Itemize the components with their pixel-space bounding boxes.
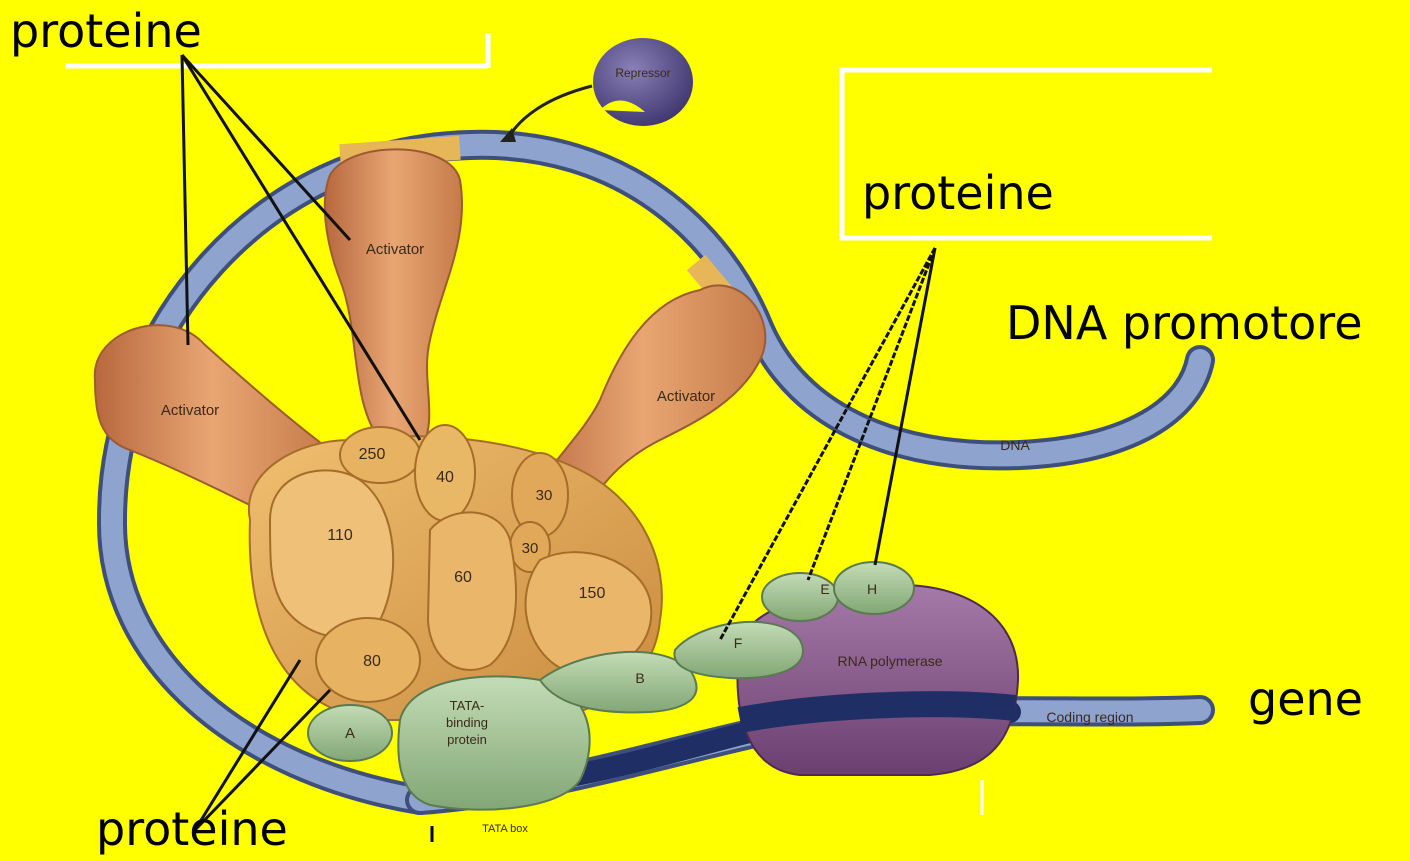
rna-polymerase-label: RNA polymerase bbox=[837, 653, 942, 669]
coding-region-label: Coding region bbox=[1046, 709, 1133, 725]
activator-center: Activator bbox=[325, 149, 462, 450]
taf-110-label: 110 bbox=[327, 527, 353, 544]
factor-h-label: H bbox=[867, 581, 877, 597]
label-gene: gene bbox=[1248, 676, 1363, 722]
taf-30a-label: 30 bbox=[536, 487, 553, 504]
activator-right-label: Activator bbox=[657, 388, 715, 405]
taf-60-label: 60 bbox=[454, 569, 472, 586]
label-dna-promotore: DNA promotore bbox=[1006, 300, 1363, 346]
activator-left-label: Activator bbox=[161, 402, 219, 419]
taf-250-label: 250 bbox=[359, 446, 386, 463]
taf-80-label: 80 bbox=[363, 653, 381, 670]
repressor-protein: Repressor bbox=[500, 38, 693, 142]
repressor-label: Repressor bbox=[615, 66, 670, 80]
factor-e-label: E bbox=[820, 581, 829, 597]
tbp-label-line3: protein bbox=[447, 732, 487, 747]
label-proteine-top-right: proteine bbox=[862, 170, 1054, 216]
tbp-label-line1: TATA- bbox=[450, 698, 485, 713]
taf-40-label: 40 bbox=[436, 469, 454, 486]
label-proteine-bottom: proteine bbox=[96, 806, 288, 852]
label-proteine-top-left: proteine bbox=[10, 8, 202, 54]
dna-label: DNA bbox=[1000, 437, 1030, 453]
tbp-label-line2: binding bbox=[446, 715, 488, 730]
taf-30b-label: 30 bbox=[522, 540, 539, 557]
tata-box-label: TATA box bbox=[482, 823, 528, 835]
taf-150-label: 150 bbox=[579, 585, 606, 602]
factor-a-label: A bbox=[345, 725, 355, 742]
factor-f-label: F bbox=[734, 635, 743, 651]
factor-b-label: B bbox=[635, 670, 644, 686]
activator-center-label: Activator bbox=[366, 241, 424, 258]
